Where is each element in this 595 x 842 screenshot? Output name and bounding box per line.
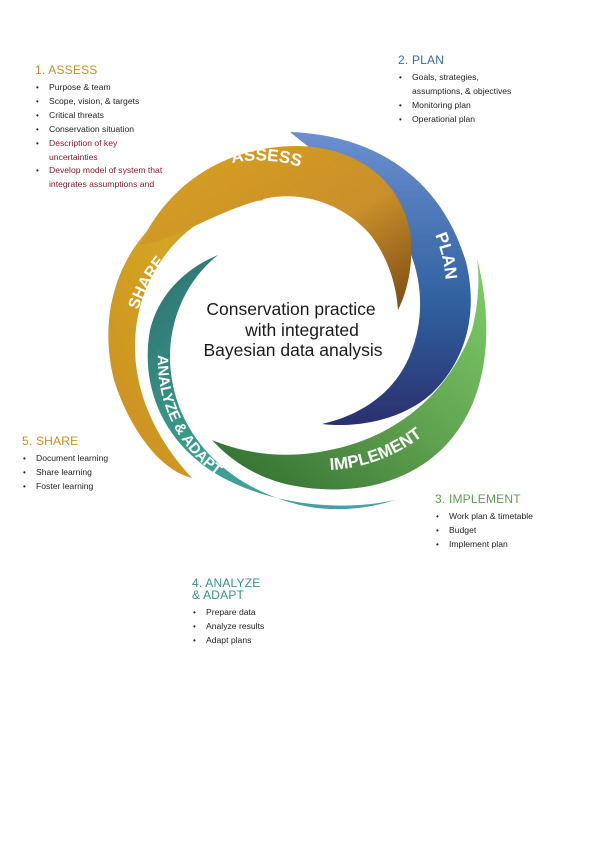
center-title-line1: Conservation practice xyxy=(206,299,375,319)
list-item: Purpose & team xyxy=(35,81,185,95)
list-item: Scope, vision, & targets xyxy=(35,95,185,109)
list-item: Prepare data xyxy=(192,606,342,620)
analyze-list: Prepare data Analyze results Adapt plans xyxy=(192,606,342,648)
share-title: 5. SHARE xyxy=(22,434,79,448)
assess-section: 1. ASSESS Purpose & team Scope, vision, … xyxy=(35,64,185,192)
center-title-line2: with integrated xyxy=(244,320,359,340)
list-item: Develop model of system that integrates … xyxy=(35,164,177,192)
analyze-title-line2: & ADAPT xyxy=(192,588,245,602)
analyze-title-line1: 4. ANALYZE xyxy=(192,576,261,590)
list-item: Operational plan xyxy=(398,113,548,127)
plan-title: 2. PLAN xyxy=(398,53,445,67)
list-item: Description of key uncertainties xyxy=(35,137,159,165)
implement-arm xyxy=(212,258,487,490)
list-item: Conservation situation xyxy=(35,123,185,137)
list-item: Adapt plans xyxy=(192,634,342,648)
list-item: Foster learning xyxy=(22,480,172,494)
list-item: Goals, strategies, assumptions, & object… xyxy=(398,71,530,99)
implement-section: 3. IMPLEMENT Work plan & timetable Budge… xyxy=(435,493,585,552)
share-list: Document learning Share learning Foster … xyxy=(22,452,172,494)
plan-arm xyxy=(290,132,471,426)
implement-list: Work plan & timetable Budget Implement p… xyxy=(435,510,585,552)
analyze-title: 4. ANALYZE & ADAPT xyxy=(192,577,342,601)
share-section: 5. SHARE Document learning Share learnin… xyxy=(22,435,172,494)
list-item: Critical threats xyxy=(35,109,185,123)
list-item: Monitoring plan xyxy=(398,99,548,113)
list-item: Work plan & timetable xyxy=(435,510,585,524)
share-arm xyxy=(108,196,265,479)
list-item: Implement plan xyxy=(435,538,585,552)
assess-title: 1. ASSESS xyxy=(35,63,98,77)
analyze-section: 4. ANALYZE & ADAPT Prepare data Analyze … xyxy=(192,577,342,648)
assess-arm xyxy=(140,145,412,310)
plan-list: Goals, strategies, assumptions, & object… xyxy=(398,71,548,127)
implement-title: 3. IMPLEMENT xyxy=(435,492,521,506)
center-title-line3: Bayesian data analysis xyxy=(204,340,383,360)
list-item: Analyze results xyxy=(192,620,342,634)
list-item: Budget xyxy=(435,524,585,538)
assess-list: Purpose & team Scope, vision, & targets … xyxy=(35,81,185,192)
list-item: Document learning xyxy=(22,452,172,466)
plan-section: 2. PLAN Goals, strategies, assumptions, … xyxy=(398,54,548,127)
list-item: Share learning xyxy=(22,466,172,480)
